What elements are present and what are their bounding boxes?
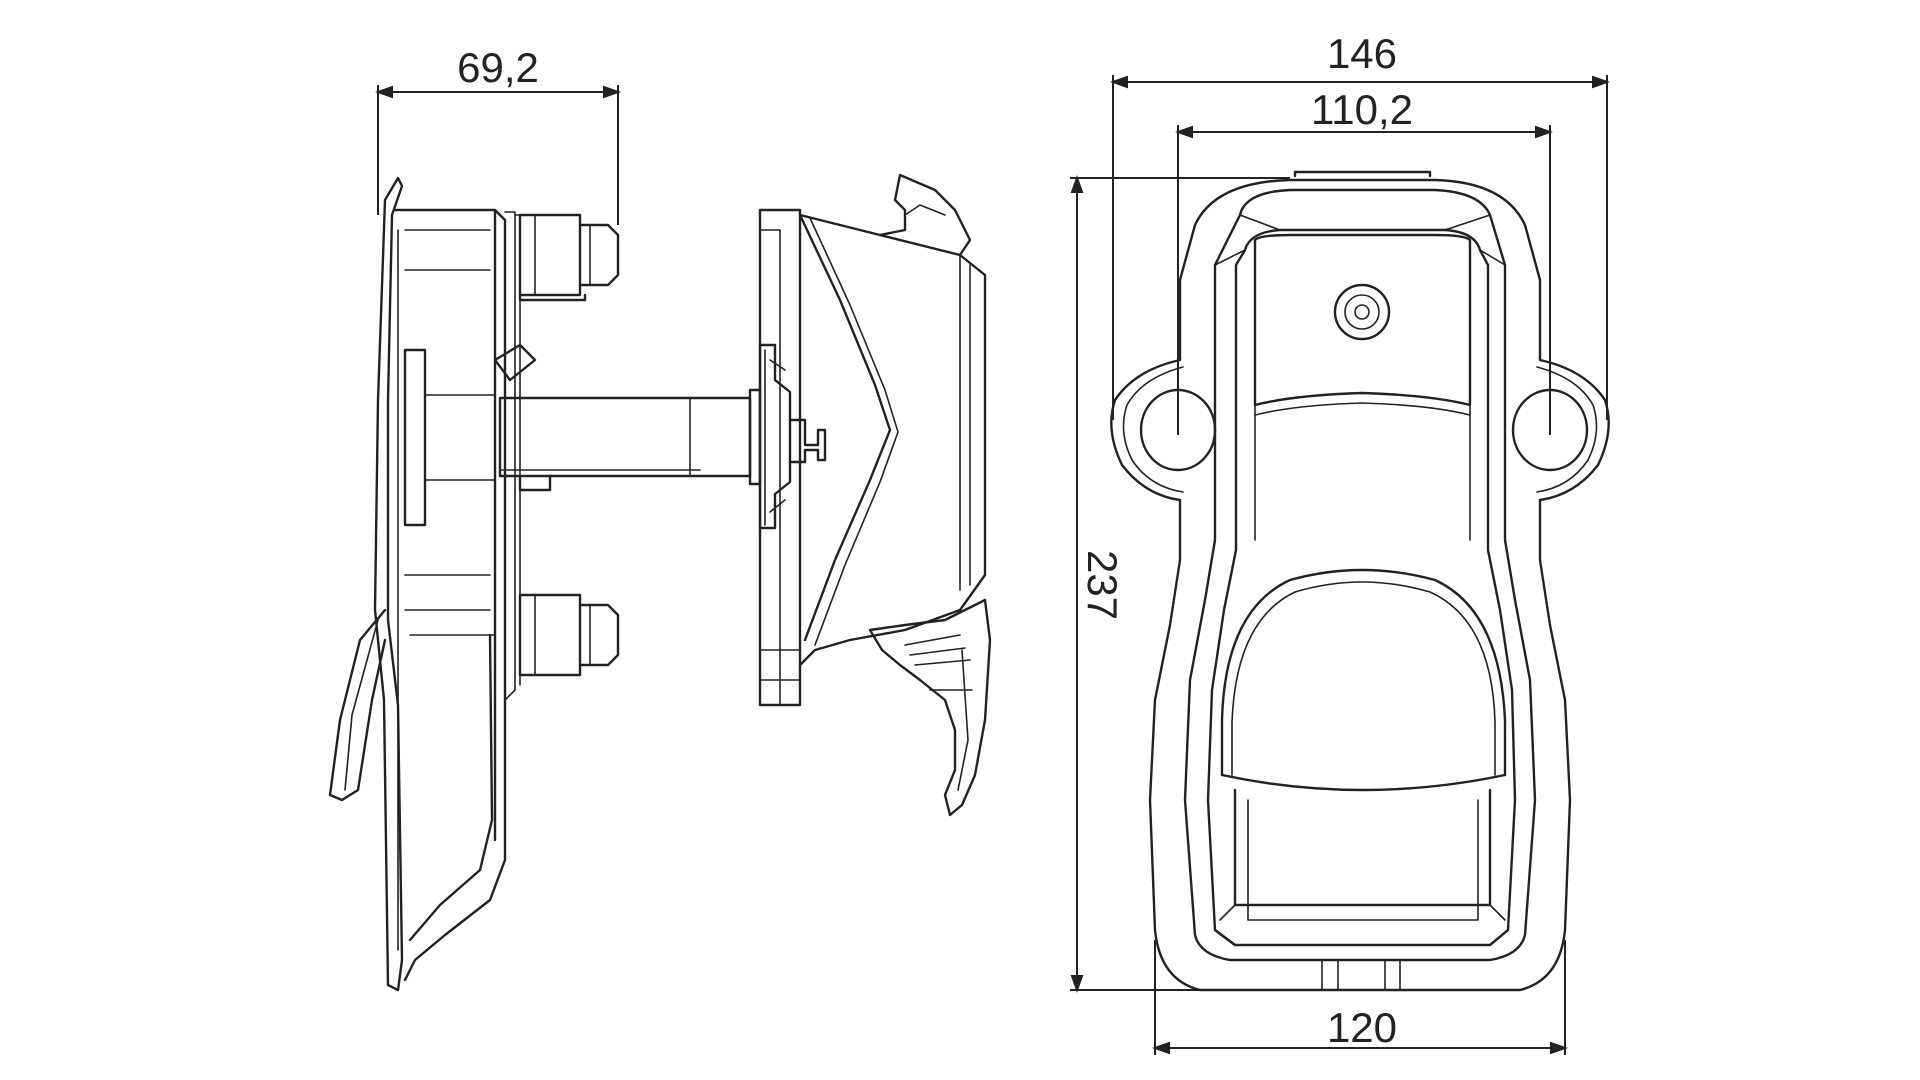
dimension-side-depth: 69,2 xyxy=(375,44,621,225)
side-view-lower-stud xyxy=(518,593,620,677)
front-view-mounting-holes xyxy=(1139,388,1589,472)
dimension-hole-spacing: 110,2 xyxy=(1175,86,1553,435)
dimension-base-width: 120 xyxy=(1152,940,1568,1055)
dimension-height: 237 xyxy=(1070,175,1290,993)
front-view-handle-body xyxy=(1183,188,1537,991)
side-view-mounting-plate xyxy=(373,176,521,992)
front-view-outer-shell xyxy=(1110,170,1610,992)
dimension-overall-width: 146 xyxy=(1110,30,1610,420)
side-view-spindle xyxy=(493,343,827,530)
side-view-upper-stud xyxy=(518,213,620,302)
side-view-lower-lever xyxy=(328,608,387,802)
dim-label-height: 237 xyxy=(1079,550,1126,620)
dim-label-hole-spacing: 110,2 xyxy=(1311,86,1413,133)
dim-label-side-depth: 69,2 xyxy=(457,44,539,91)
dim-label-overall-width: 146 xyxy=(1327,30,1397,77)
dim-label-base-width: 120 xyxy=(1327,1004,1397,1051)
side-view-handle-housing xyxy=(758,173,992,817)
